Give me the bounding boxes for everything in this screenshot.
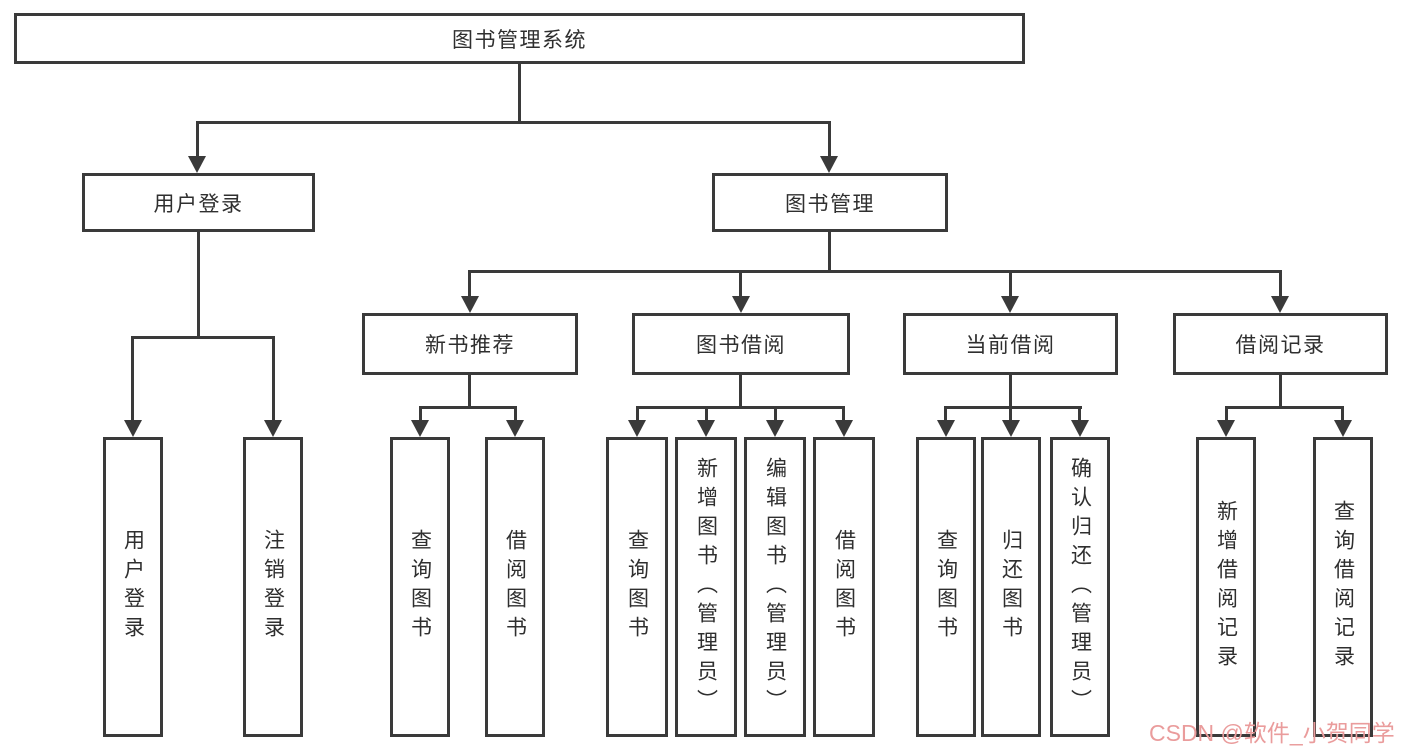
connector-line	[196, 121, 199, 159]
node-current-borrow: 当前借阅	[903, 313, 1118, 375]
connector-line	[636, 406, 639, 422]
arrow-down-icon	[835, 420, 853, 437]
connector-line	[272, 336, 275, 422]
arrow-down-icon	[124, 420, 142, 437]
connector-line	[842, 406, 845, 422]
arrow-down-icon	[732, 296, 750, 313]
leaf-newbook-query-label: 查询图书	[408, 529, 432, 645]
node-user-login-label: 用户登录	[153, 192, 244, 216]
arrow-down-icon	[411, 420, 429, 437]
node-borrow-records-label: 借阅记录	[1235, 334, 1326, 357]
connector-line	[828, 121, 831, 159]
leaf-borrow-edit-label: 编辑图书（管理员）	[763, 456, 787, 718]
connector-line	[705, 406, 708, 422]
connector-line	[739, 270, 742, 298]
connector-line	[1009, 406, 1012, 422]
node-new-book-recommend: 新书推荐	[362, 313, 578, 375]
leaf-borrow-add: 新增图书（管理员）	[675, 437, 737, 737]
leaf-logout-label: 注销登录	[261, 529, 285, 645]
arrow-down-icon	[937, 420, 955, 437]
leaf-borrow-edit: 编辑图书（管理员）	[744, 437, 806, 737]
connector-line	[419, 406, 517, 409]
connector-line	[468, 375, 471, 409]
connector-line	[774, 406, 777, 422]
leaf-newbook-borrow-label: 借阅图书	[503, 529, 527, 645]
connector-line	[1279, 375, 1282, 409]
connector-line	[1078, 406, 1081, 422]
connector-line	[131, 336, 134, 422]
node-book-borrow-label: 图书借阅	[696, 334, 786, 357]
leaf-record-add-label: 新增借阅记录	[1214, 500, 1238, 674]
arrow-down-icon	[1334, 420, 1352, 437]
leaf-current-return-label: 归还图书	[999, 529, 1023, 645]
leaf-borrow-book: 借阅图书	[813, 437, 875, 737]
arrow-down-icon	[188, 156, 206, 173]
leaf-logout: 注销登录	[243, 437, 303, 737]
connector-line	[514, 406, 517, 422]
leaf-current-confirm-return-label: 确认归还（管理员）	[1068, 456, 1092, 718]
connector-line	[197, 232, 200, 339]
leaf-record-add: 新增借阅记录	[1196, 437, 1256, 737]
arrow-down-icon	[461, 296, 479, 313]
leaf-user-login-label: 用户登录	[121, 529, 145, 645]
leaf-current-query-label: 查询图书	[934, 529, 958, 645]
leaf-record-query-label: 查询借阅记录	[1331, 500, 1355, 674]
arrow-down-icon	[697, 420, 715, 437]
leaf-borrow-book-label: 借阅图书	[832, 529, 856, 645]
arrow-down-icon	[1271, 296, 1289, 313]
connector-line	[1009, 375, 1012, 409]
connector-line	[1009, 270, 1012, 298]
connector-line	[944, 406, 1082, 409]
node-user-login: 用户登录	[82, 173, 315, 232]
leaf-newbook-query: 查询图书	[390, 437, 450, 737]
csdn-watermark: CSDN @软件_小贺同学	[1149, 720, 1395, 746]
node-new-book-label: 新书推荐	[425, 334, 515, 357]
node-book-mgmt-label: 图书管理	[785, 192, 875, 216]
connector-line	[828, 232, 831, 272]
connector-line	[196, 121, 831, 124]
arrow-down-icon	[1001, 296, 1019, 313]
connector-line	[739, 375, 742, 409]
connector-line	[419, 406, 422, 422]
leaf-current-confirm-return: 确认归还（管理员）	[1050, 437, 1110, 737]
connector-line	[1279, 270, 1282, 298]
arrow-down-icon	[820, 156, 838, 173]
connector-line	[468, 270, 1281, 273]
leaf-borrow-query-label: 查询图书	[625, 529, 649, 645]
node-root: 图书管理系统	[14, 13, 1025, 64]
leaf-record-query: 查询借阅记录	[1313, 437, 1373, 737]
leaf-borrow-add-label: 新增图书（管理员）	[694, 456, 718, 718]
leaf-current-return: 归还图书	[981, 437, 1041, 737]
arrow-down-icon	[264, 420, 282, 437]
leaf-current-query: 查询图书	[916, 437, 976, 737]
connector-line	[636, 406, 845, 409]
connector-line	[1225, 406, 1344, 409]
arrow-down-icon	[506, 420, 524, 437]
connector-line	[1225, 406, 1228, 422]
node-book-borrow: 图书借阅	[632, 313, 850, 375]
node-borrow-records: 借阅记录	[1173, 313, 1388, 375]
leaf-user-login: 用户登录	[103, 437, 163, 737]
connector-line	[468, 270, 471, 298]
connector-line	[518, 63, 521, 123]
arrow-down-icon	[628, 420, 646, 437]
arrow-down-icon	[766, 420, 784, 437]
connector-line	[131, 336, 275, 339]
arrow-down-icon	[1002, 420, 1020, 437]
node-book-mgmt: 图书管理	[712, 173, 948, 232]
connector-line	[1341, 406, 1344, 422]
leaf-newbook-borrow: 借阅图书	[485, 437, 545, 737]
arrow-down-icon	[1071, 420, 1089, 437]
node-root-label: 图书管理系统	[452, 28, 587, 52]
leaf-borrow-query: 查询图书	[606, 437, 668, 737]
node-current-borrow-label: 当前借阅	[965, 334, 1056, 357]
arrow-down-icon	[1217, 420, 1235, 437]
connector-line	[944, 406, 947, 422]
